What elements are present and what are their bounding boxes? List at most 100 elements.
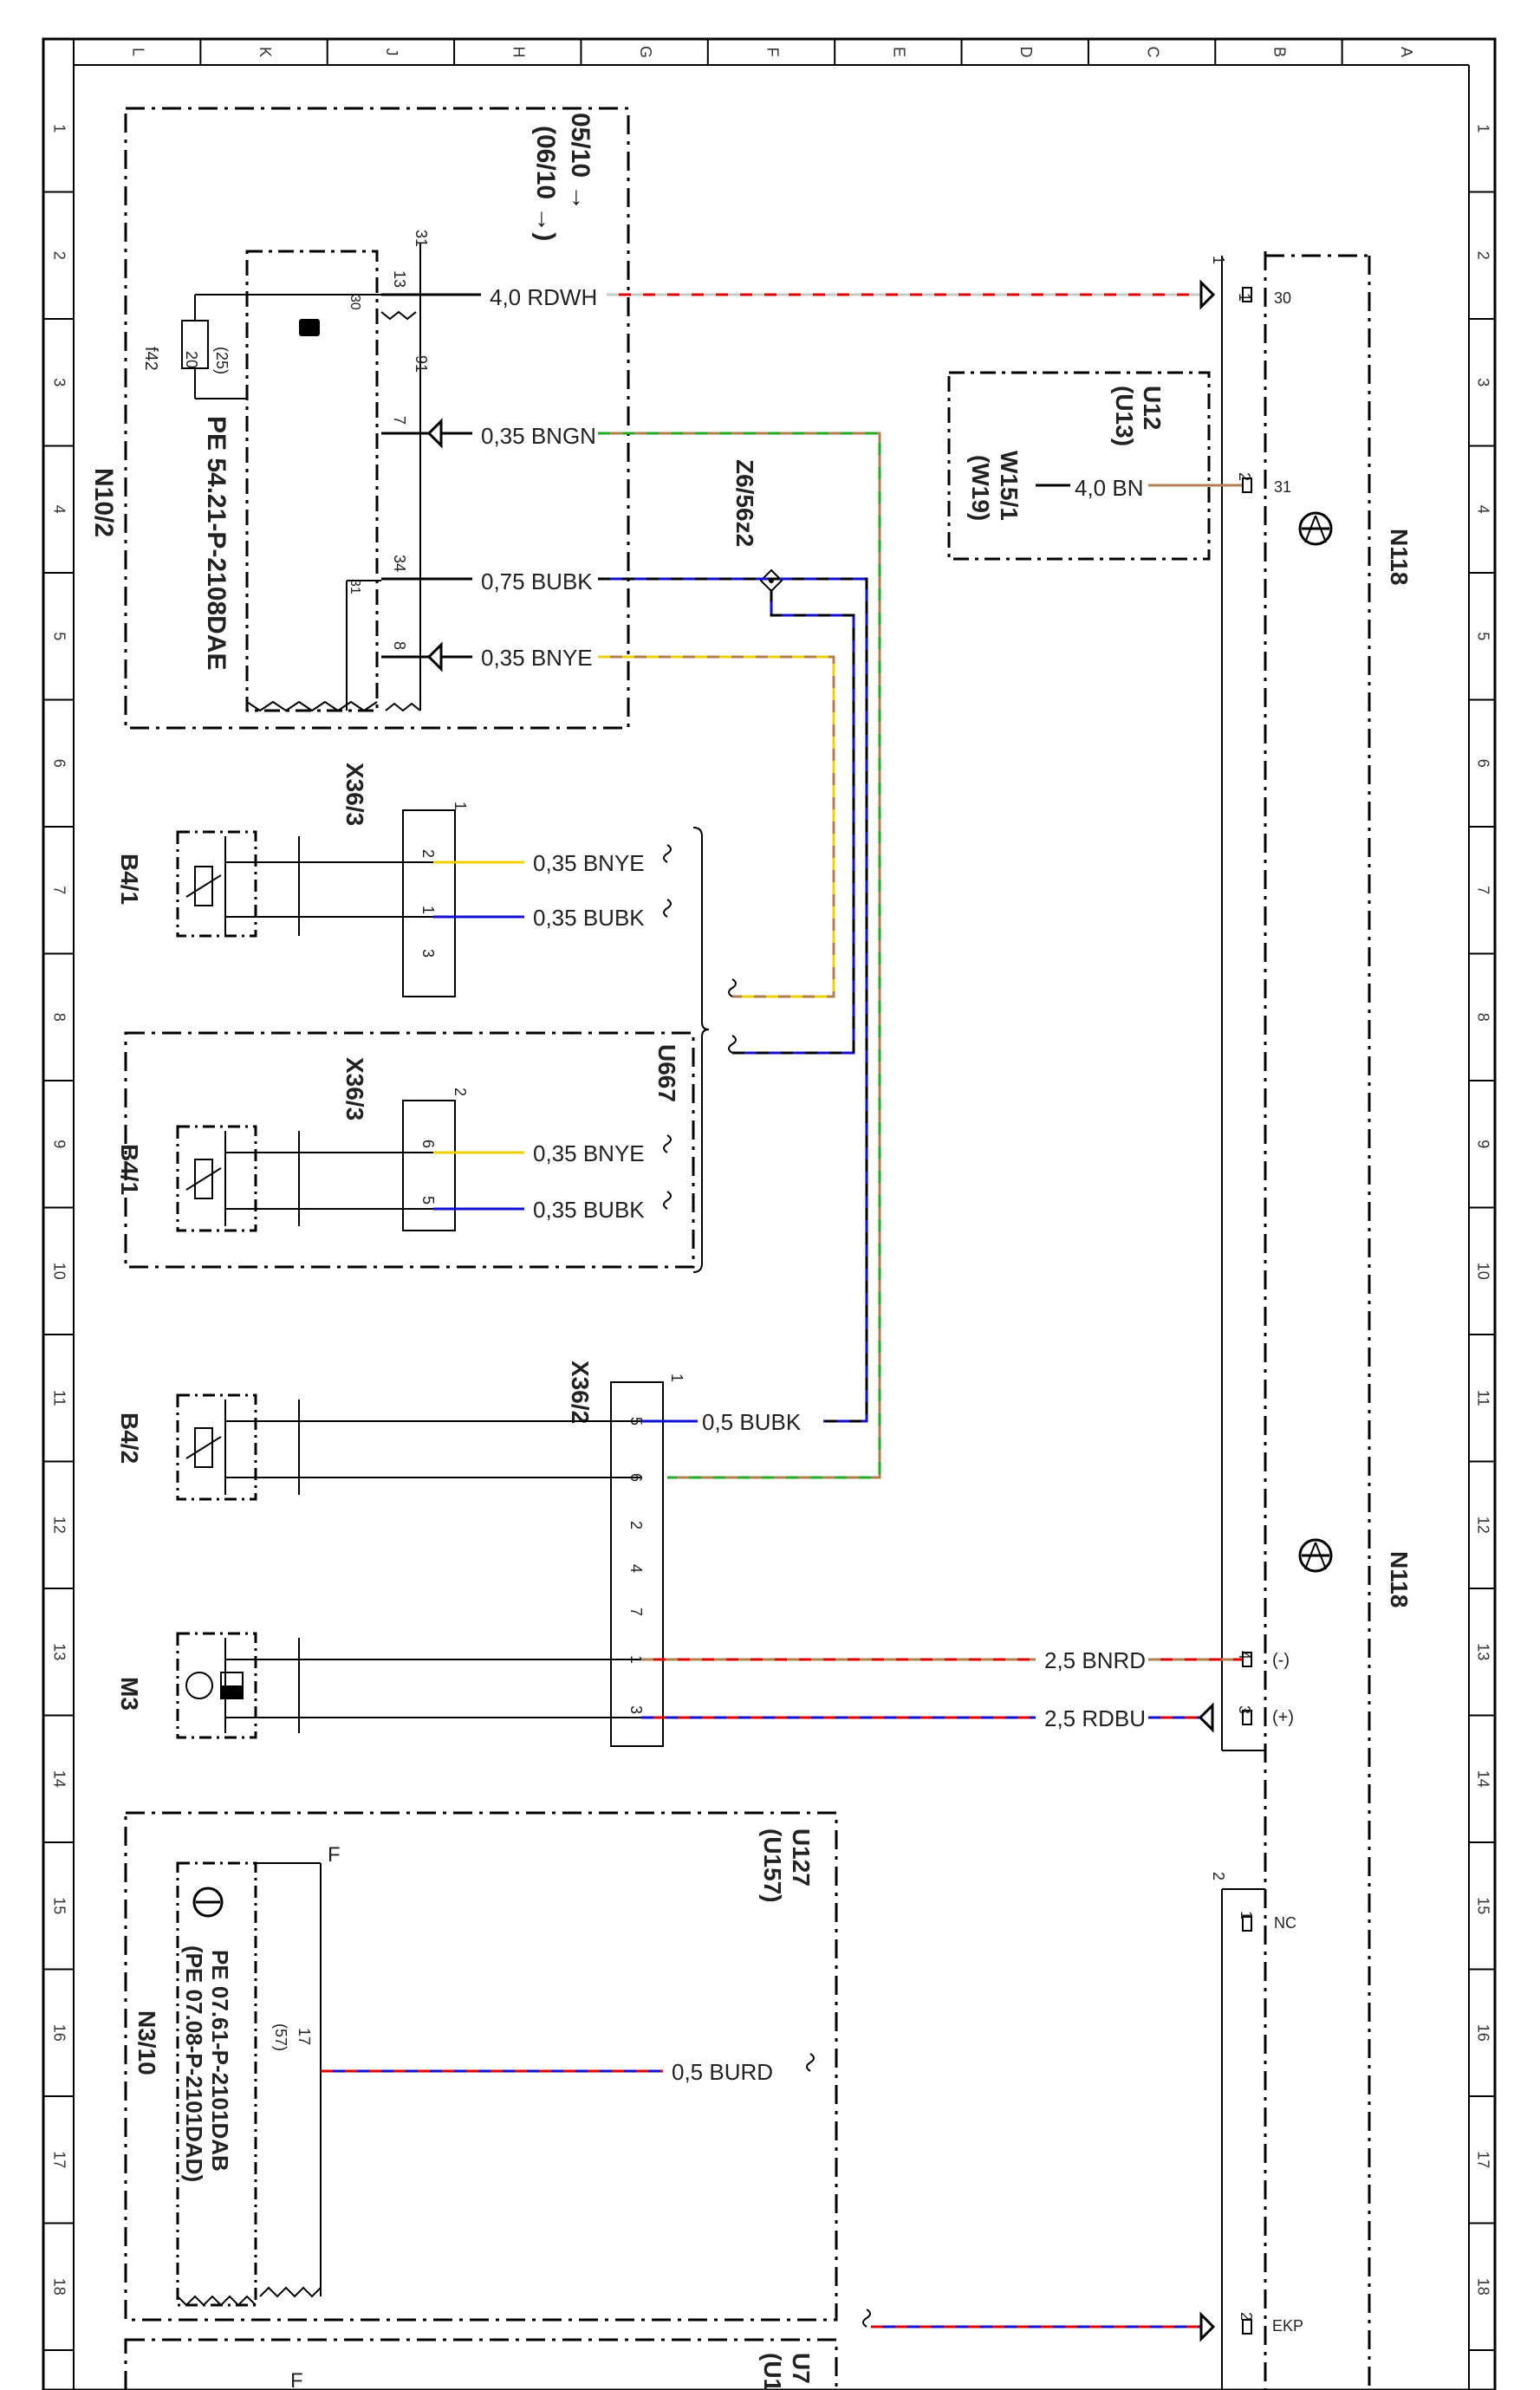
- b4-2-block: B4/2: [116, 1393, 641, 1501]
- column-label-H: H: [510, 47, 528, 58]
- n10-2-reference: PE 54.21-P-2108DAE: [202, 416, 231, 671]
- row-label-right-15: 15: [1474, 1897, 1491, 1914]
- arrow-right-icon: [1199, 279, 1216, 310]
- b4-1-a-label: B4/1: [116, 854, 143, 905]
- row-label-left-18: 18: [50, 2278, 68, 2296]
- column-label-D: D: [1017, 47, 1035, 58]
- ground-symbol-icon: [1298, 1538, 1333, 1573]
- x36-3-a-pin-3: 3: [419, 949, 437, 958]
- b4-1-b-label: B4/1: [116, 1144, 143, 1195]
- ground-symbol-icon: [1298, 511, 1333, 546]
- row-label-left-7: 7: [50, 886, 68, 894]
- row-label-left-10: 10: [50, 1263, 68, 1280]
- wire-label-w6: 0,35 BNYE: [533, 850, 645, 876]
- row-label-left-5: 5: [50, 632, 68, 640]
- w15-1-variant-alt: (U13): [1111, 386, 1138, 446]
- n118-pos-31: 2: [1236, 472, 1253, 481]
- pin-terminal-icon: [1242, 287, 1252, 302]
- row-label-right-14: 14: [1474, 1770, 1491, 1788]
- wire-label-w8: 0,35 BNYE: [533, 1140, 645, 1166]
- wire-labels: 4,0 RDWH 0,35 BNGN 0,75 BUBK 0,35 BNYE 4…: [481, 284, 1146, 2085]
- wire-w4-colored: [598, 655, 835, 998]
- row-label-right-5: 5: [1474, 632, 1491, 640]
- n10-2-pin-31: 31: [348, 579, 362, 594]
- wire-break-icon: [663, 1191, 672, 1210]
- pin-terminal-icon: [1242, 2319, 1252, 2335]
- w15-1-alt: (W19): [967, 455, 994, 521]
- next-variant: U7: [788, 2353, 815, 2384]
- x36-3-a-pin-2: 2: [419, 849, 437, 858]
- wire-label-w7: 0,35 BUBK: [533, 905, 645, 931]
- n10-2-pin-34: 34: [391, 555, 408, 572]
- n118-pin-minus: (-): [1272, 1651, 1290, 1670]
- wire-label-w13: 0,5 BURD: [672, 2059, 773, 2085]
- n3-10-label: N3/10: [133, 2010, 160, 2075]
- row-label-left-16: 16: [50, 2024, 68, 2042]
- n118-pin-ekp: EKP: [1272, 2317, 1303, 2335]
- wire-break-icon: [663, 899, 672, 918]
- n118-pos-minus: 4: [1236, 1651, 1253, 1659]
- column-label-G: G: [637, 46, 654, 58]
- x36-3-b-pin-6: 6: [419, 1140, 437, 1148]
- column-label-L: L: [129, 48, 146, 56]
- n10-2-date-from: 05/10 →: [566, 113, 595, 211]
- pin-terminal-icon: [1242, 1710, 1252, 1725]
- next-block: U7 (U1 F: [124, 2338, 838, 2390]
- row-label-right-12: 12: [1474, 1516, 1491, 1534]
- wire-w3-b: [732, 589, 855, 1055]
- row-label-left-12: 12: [50, 1516, 68, 1534]
- hand-pointer-icon: [299, 319, 320, 336]
- column-label-J: J: [383, 49, 400, 56]
- u667-label: U667: [653, 1044, 680, 1102]
- wire-label-w4: 0,35 BNYE: [481, 645, 593, 671]
- row-label-right-9: 9: [1474, 1140, 1491, 1148]
- z6-splice-block: Z6/56z2: [731, 459, 783, 593]
- n3-10-variant: U127: [788, 1828, 815, 1887]
- n118-bottom-label: N118: [1386, 1551, 1413, 1607]
- wire-break-icon: [728, 1035, 737, 1054]
- row-label-left-3: 3: [50, 378, 68, 386]
- column-label-F: F: [764, 48, 781, 57]
- u667-block: U667 X36/3 2 6 5 B4/1: [116, 827, 710, 1273]
- arrow-right-icon: [1199, 2311, 1216, 2342]
- n118-pin-31: 31: [1274, 478, 1291, 496]
- row-label-right-3: 3: [1474, 378, 1491, 386]
- n3-10-ref1: PE 07.61-P-2101DAB: [207, 1950, 233, 2172]
- wire-markers: [426, 279, 1252, 2342]
- row-label-left-11: 11: [50, 1390, 68, 1406]
- row-label-left-15: 15: [50, 1897, 68, 1914]
- column-label-E: E: [891, 47, 908, 57]
- row-label-right-6: 6: [1474, 759, 1491, 768]
- wire-label-w2: 0,35 BNGN: [481, 423, 596, 449]
- thermistor-icon: [194, 1427, 213, 1468]
- column-label-A: A: [1398, 47, 1415, 57]
- n10-2-pin-30: 30: [348, 295, 362, 310]
- n3-10-ref2: (PE 07.08-P-2101DAD): [181, 1945, 207, 2182]
- n118-pin-nc: NC: [1274, 1914, 1296, 1932]
- x36-2-label: X36/2: [567, 1361, 594, 1424]
- wire-label-w3: 0,75 BUBK: [481, 568, 593, 594]
- column-label-B: B: [1271, 47, 1289, 57]
- n118-pin-30: 30: [1274, 289, 1291, 307]
- wire-label-w1: 4,0 RDWH: [490, 284, 597, 310]
- n118-top-conn-no: 1: [1210, 256, 1227, 264]
- x36-3-b-pin-5: 5: [419, 1196, 437, 1205]
- arrow-left-icon: [426, 641, 443, 672]
- row-label-right-13: 13: [1474, 1643, 1491, 1660]
- wire-label-w11: 2,5 BNRD: [1044, 1647, 1146, 1673]
- z6-label: Z6/56z2: [731, 459, 758, 547]
- n10-2-date-to: (06/10 →): [531, 126, 560, 241]
- row-label-right-18: 18: [1474, 2278, 1491, 2296]
- terminal-31: 31: [413, 230, 430, 247]
- row-label-left-17: 17: [50, 2151, 68, 2168]
- fuse-name: f42: [141, 347, 160, 371]
- row-label-right-1: 1: [1474, 124, 1491, 133]
- n10-2-pin-13: 13: [391, 270, 408, 288]
- row-label-right-7: 7: [1474, 886, 1491, 894]
- row-label-left-8: 8: [50, 1013, 68, 1022]
- n10-2-block: 05/10 → (06/10 →) N10/2 PE 54.21-P-2108D…: [89, 107, 630, 730]
- row-label-right-4: 4: [1474, 505, 1491, 514]
